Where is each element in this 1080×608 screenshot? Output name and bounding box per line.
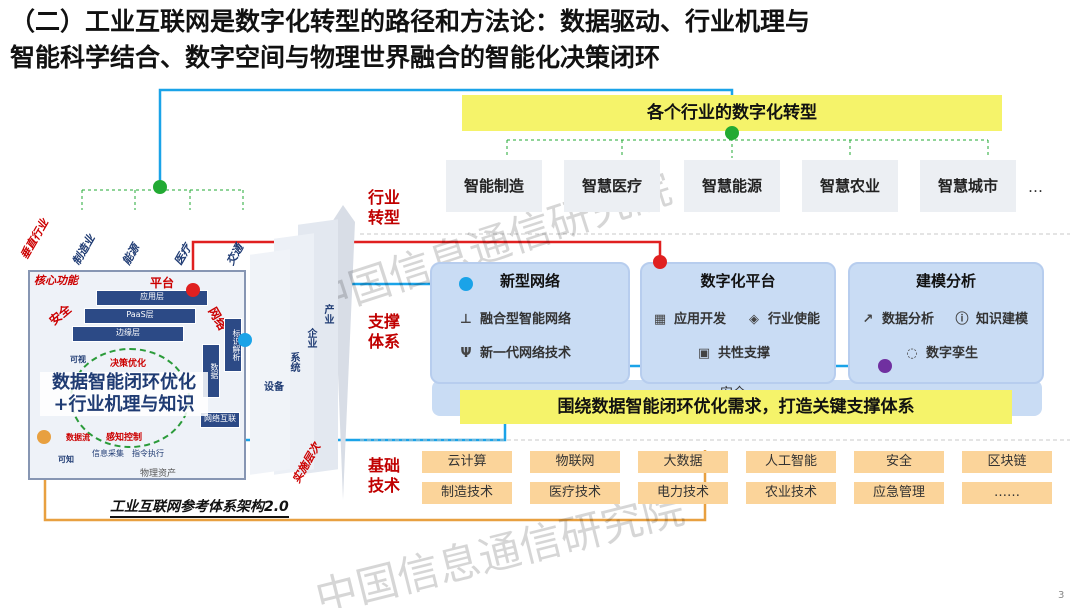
item-data-analysis: ↗数据分析 xyxy=(860,308,934,327)
industry-smart-manufacturing: 智能制造 xyxy=(446,160,542,212)
item-app-dev: ▦应用开发 xyxy=(653,312,727,327)
tech-manufacturing: 制造技术 xyxy=(422,482,512,504)
industry-transport: 交通 xyxy=(223,241,247,268)
dot-orange-left xyxy=(37,430,51,444)
depth-plate-system xyxy=(250,249,290,475)
panel-title-network: 新型网络 xyxy=(499,272,560,290)
architecture-caption: 工业互联网参考体系架构2.0 xyxy=(110,496,289,518)
digital-transformation-band: 各个行业的数字化转型 xyxy=(462,95,1002,131)
industry-medical: 医疗 xyxy=(171,241,195,268)
tech-agriculture: 农业技术 xyxy=(746,482,836,504)
section-label-support: 支撑 体系 xyxy=(367,312,400,351)
industry-more-ellipsis: … xyxy=(1028,178,1043,196)
vertical-industry-title: 垂直行业 xyxy=(17,216,52,262)
grid-icon: ▦ xyxy=(653,312,667,327)
dot-blue-network xyxy=(238,333,252,347)
tech-emergency: 应急管理 xyxy=(854,482,944,504)
layer-edge: 边缘层 xyxy=(72,326,184,342)
tech-blockchain: 区块链 xyxy=(962,451,1052,473)
stack-label-industry: 产业 xyxy=(322,304,333,324)
industry-smart-energy: 智慧能源 xyxy=(684,160,780,212)
dot-purple-modeling xyxy=(878,359,892,373)
tech-cloud: 云计算 xyxy=(422,451,512,473)
stack-label-system: 系统 xyxy=(288,352,299,372)
loop-perception: 感知控制 xyxy=(106,433,143,443)
industry-smart-medical: 智慧医疗 xyxy=(564,160,660,212)
antenna-icon: Ψ xyxy=(460,346,472,361)
dot-blue-new-network xyxy=(459,277,473,291)
tech-medical: 医疗技术 xyxy=(530,482,620,504)
section-label-industry: 行业 转型 xyxy=(367,188,400,227)
item-industry-enable: ◈行业使能 xyxy=(746,308,820,327)
physical-asset-label: 物理资产 xyxy=(140,469,177,479)
loop-collect: 信息采集 xyxy=(92,449,124,458)
layers-icon: ◈ xyxy=(749,312,759,327)
industry-energy: 能源 xyxy=(119,241,143,268)
network-tree-icon: ⊥ xyxy=(460,312,472,327)
page-title: （二）工业互联网是数字化转型的路径和方法论：数据驱动、行业机理与 智能科学结合、… xyxy=(10,4,1070,76)
tech-security: 安全 xyxy=(854,451,944,473)
overlay-line-2: +行业机理与知识 xyxy=(53,394,195,415)
dot-red-digital-platform xyxy=(653,255,667,269)
stack-label-device: 设备 xyxy=(264,382,284,393)
tech-power: 电力技术 xyxy=(638,482,728,504)
page-number: 3 xyxy=(1058,590,1065,601)
layer-paas: PaaS层 xyxy=(84,308,196,324)
tech-ai: 人工智能 xyxy=(746,451,836,473)
dot-red-platform xyxy=(186,283,200,297)
twin-icon: ◌ xyxy=(906,346,918,361)
industry-smart-city: 智慧城市 xyxy=(920,160,1016,212)
tech-iot: 物联网 xyxy=(530,451,620,473)
panel-digital-platform: 数字化平台 ▦应用开发 ◈行业使能 ▣共性支撑 xyxy=(640,262,836,384)
layer-application: 应用层 xyxy=(96,290,208,306)
interconnect-block: 网络互联 xyxy=(200,412,240,428)
stack-label-enterprise: 企业 xyxy=(305,328,316,348)
reference-architecture-diagram: 设备 系统 企业 产业 实施层次 垂直行业 制造业 能源 医疗 交通 核心功能 … xyxy=(0,0,340,520)
closed-loop-overlay: 数据智能闭环优化 +行业机理与知识 xyxy=(40,372,208,416)
section-label-base: 基础 技术 xyxy=(367,456,400,495)
loop-visible: 可视 xyxy=(70,355,86,364)
item-fused-network: ⊥融合型智能网络 xyxy=(458,308,571,327)
tech-bigdata: 大数据 xyxy=(638,451,728,473)
support-system-band: 围绕数据智能闭环优化需求，打造关键支撑体系 xyxy=(460,390,1012,424)
loop-data-flow: 数据流 xyxy=(66,433,90,442)
loop-decision: 决策优化 xyxy=(110,359,147,369)
industry-manufacturing: 制造业 xyxy=(69,232,98,268)
tech-more: …… xyxy=(962,482,1052,504)
loop-knowable: 可知 xyxy=(58,455,74,464)
info-icon: ⓘ xyxy=(955,312,969,327)
title-line-1: （二）工业互联网是数字化转型的路径和方法论：数据驱动、行业机理与 xyxy=(10,7,811,36)
platform-label: 平台 xyxy=(150,276,175,290)
chart-icon: ↗ xyxy=(862,312,874,327)
item-common-support: ▣共性支撑 xyxy=(697,346,771,361)
item-digital-twin: ◌数字孪生 xyxy=(904,342,978,361)
dot-green-top xyxy=(725,126,739,140)
title-line-2: 智能科学结合、数字空间与物理世界融合的智能化决策闭环 xyxy=(10,43,661,72)
dot-green-left xyxy=(153,180,167,194)
loop-execute: 指令执行 xyxy=(132,449,164,458)
panel-title-platform: 数字化平台 xyxy=(700,272,776,290)
overlay-line-1: 数据智能闭环优化 xyxy=(52,372,196,393)
core-function-label: 核心功能 xyxy=(34,274,78,287)
industry-smart-agriculture: 智慧农业 xyxy=(802,160,898,212)
server-icon: ▣ xyxy=(697,346,711,361)
panel-title-modeling: 建模分析 xyxy=(915,272,976,290)
